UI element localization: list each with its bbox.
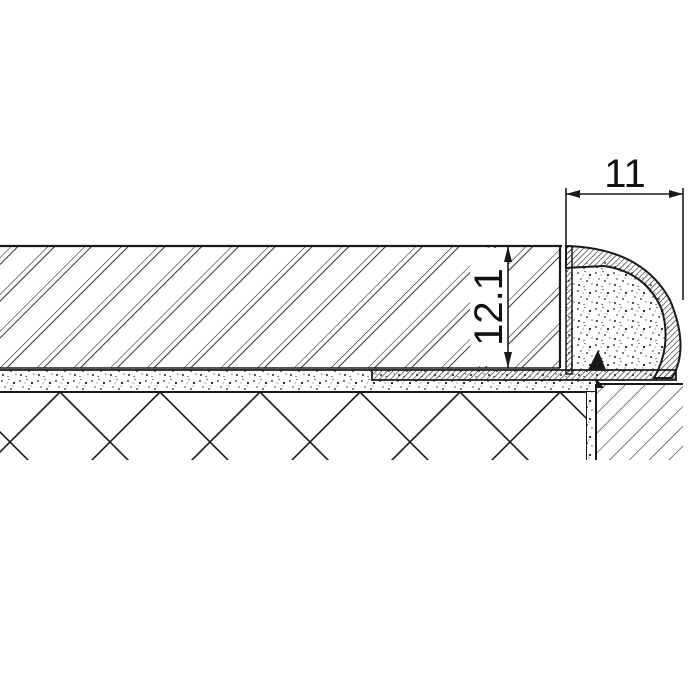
dimension-width: 11 [565, 152, 684, 300]
dimension-height-label: 12.1 [467, 268, 511, 346]
side-wall-tile [597, 383, 683, 460]
edge-profile [371, 244, 682, 388]
side-adhesive [587, 384, 597, 460]
dimension-height: 12.1 [467, 246, 512, 368]
dimension-width-label: 11 [604, 152, 646, 196]
dimension-text-backdrop [470, 248, 508, 366]
top-tile [0, 244, 562, 369]
substrate [0, 392, 588, 460]
